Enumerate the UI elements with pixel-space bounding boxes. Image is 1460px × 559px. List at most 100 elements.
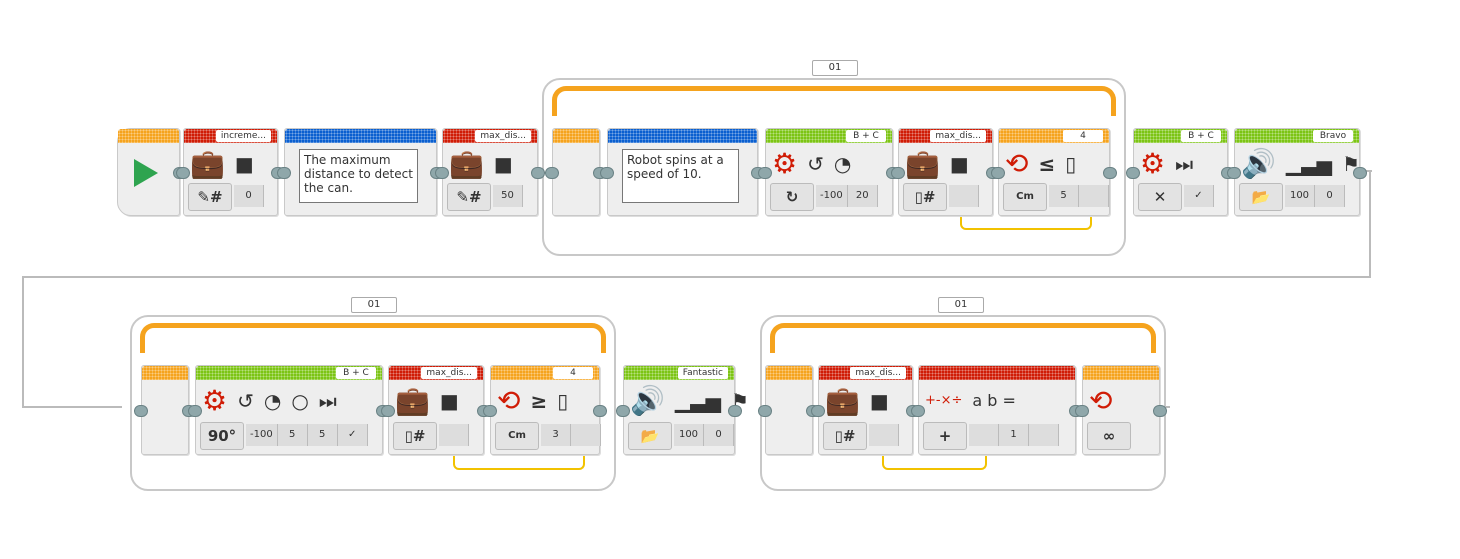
block-header-label[interactable]: B + C	[846, 130, 886, 142]
mode-selector-button[interactable]: ▯#	[393, 422, 437, 450]
block-header-label[interactable]: max_dis...	[850, 367, 906, 379]
loop-start-block[interactable]	[134, 365, 196, 455]
block-header-label[interactable]: B + C	[1181, 130, 1221, 142]
parameter-value[interactable]: 5	[1049, 185, 1079, 207]
comment-block[interactable]: The maximum distance to detect the can.	[277, 128, 444, 216]
sequence-plug-out[interactable]	[1153, 405, 1167, 417]
start-block[interactable]	[117, 128, 187, 216]
parameter-value[interactable]: 5	[277, 424, 308, 446]
mode-selector-button[interactable]: 📂	[628, 422, 672, 450]
sequence-plug-in[interactable]	[600, 167, 614, 179]
sequence-plug-in[interactable]	[811, 405, 825, 417]
sequence-plug-in[interactable]	[483, 405, 497, 417]
comment-text[interactable]: Robot spins at a speed of 10.	[622, 149, 739, 203]
sequence-plug-in[interactable]	[616, 405, 630, 417]
parameter-value[interactable]	[949, 185, 979, 207]
block-header-label[interactable]: Fantastic	[677, 367, 728, 379]
parameter-value[interactable]	[1079, 185, 1109, 207]
comment-block[interactable]: Robot spins at a speed of 10.	[600, 128, 765, 216]
parameter-value[interactable]: 3	[541, 424, 571, 446]
parameter-value[interactable]: ✓	[1184, 185, 1214, 207]
parameter-value[interactable]: -100	[816, 185, 848, 207]
loop-count-label[interactable]: 01	[938, 297, 984, 313]
mode-selector-button[interactable]: Cm	[1003, 183, 1047, 211]
block-header-label[interactable]: Bravo	[1313, 130, 1353, 142]
sequence-plug-in[interactable]	[435, 167, 449, 179]
loop-end-block[interactable]: ⟲∞	[1075, 365, 1167, 455]
loop-start-block[interactable]	[758, 365, 820, 455]
math-block[interactable]: +-×÷a b =+1	[911, 365, 1083, 455]
mode-selector-button[interactable]: ↻	[770, 183, 814, 211]
mode-selector-button[interactable]: ✕	[1138, 183, 1182, 211]
mode-selector-button[interactable]: 📂	[1239, 183, 1283, 211]
sequence-plug-in[interactable]	[381, 405, 395, 417]
sequence-plug-out[interactable]	[531, 167, 545, 179]
block-header-label[interactable]: 4	[1063, 130, 1103, 142]
sequence-plug-in[interactable]	[991, 167, 1005, 179]
parameter-value[interactable]: 0	[704, 424, 734, 446]
variable-read-block[interactable]: max_dis...💼■▯#	[381, 365, 491, 455]
sequence-plug-in[interactable]	[176, 167, 190, 179]
parameter-value[interactable]	[969, 424, 999, 446]
block-header-label[interactable]: max_dis...	[421, 367, 477, 379]
sequence-plug-out[interactable]	[1103, 167, 1117, 179]
sequence-plug-in[interactable]	[758, 405, 772, 417]
sequence-plug-in[interactable]	[1126, 167, 1140, 179]
sequence-plug-in[interactable]	[758, 167, 772, 179]
sequence-plug-in[interactable]	[891, 167, 905, 179]
mode-selector-button[interactable]: ▯#	[903, 183, 947, 211]
parameter-value[interactable]: 20	[847, 185, 878, 207]
parameter-value[interactable]: 0	[234, 185, 264, 207]
sequence-plug-in[interactable]	[277, 167, 291, 179]
parameter-value[interactable]	[869, 424, 899, 446]
sequence-plug-out[interactable]	[1353, 167, 1367, 179]
variable-write-block[interactable]: max_dis...💼■✎#50	[435, 128, 545, 216]
parameter-value[interactable]: 0	[1315, 185, 1345, 207]
comment-text[interactable]: The maximum distance to detect the can.	[299, 149, 418, 203]
sequence-plug-in[interactable]	[188, 405, 202, 417]
mode-selector-button[interactable]: 90°	[200, 422, 244, 450]
parameter-value[interactable]: 5	[307, 424, 338, 446]
block-header-label[interactable]: max_dis...	[475, 130, 531, 142]
sequence-plug-in[interactable]	[134, 405, 148, 417]
mode-selector-button[interactable]: ✎#	[447, 183, 491, 211]
sequence-plug-out[interactable]	[593, 405, 607, 417]
parameter-value[interactable]	[439, 424, 469, 446]
mode-selector-button[interactable]: ∞	[1087, 422, 1131, 450]
parameter-value[interactable]	[571, 424, 601, 446]
variable-write-block[interactable]: increme...💼■✎#0	[176, 128, 285, 216]
parameter-value[interactable]: 50	[493, 185, 523, 207]
parameter-value[interactable]: 1	[999, 424, 1029, 446]
variable-read-block[interactable]: max_dis...💼■▯#	[891, 128, 1000, 216]
play-icon[interactable]	[134, 159, 158, 187]
parameter-value[interactable]: 100	[1285, 185, 1315, 207]
block-header-label[interactable]: increme...	[215, 130, 271, 142]
sequence-plug-in[interactable]	[545, 167, 559, 179]
mode-selector-button[interactable]: +	[923, 422, 967, 450]
mode-selector-button[interactable]: ▯#	[823, 422, 867, 450]
move-steering-off-block[interactable]: B + C⚙⏭✕✓	[1126, 128, 1235, 216]
loop-count-label[interactable]: 01	[812, 60, 858, 76]
block-header-label[interactable]: B + C	[336, 367, 376, 379]
sequence-plug-in[interactable]	[1227, 167, 1241, 179]
parameter-value[interactable]	[1029, 424, 1059, 446]
parameter-value[interactable]: -100	[246, 424, 278, 446]
sequence-plug-out[interactable]	[728, 405, 742, 417]
loop-count-label[interactable]: 01	[351, 297, 397, 313]
sequence-plug-in[interactable]	[911, 405, 925, 417]
parameter-value[interactable]: ✓	[337, 424, 368, 446]
block-header-label[interactable]: max_dis...	[930, 130, 986, 142]
mode-selector-button[interactable]: Cm	[495, 422, 539, 450]
block-header-label[interactable]: 4	[553, 367, 593, 379]
loop-start-block[interactable]	[545, 128, 607, 216]
parameter-value[interactable]: 100	[674, 424, 704, 446]
mode-selector-button[interactable]: ✎#	[188, 183, 232, 211]
sequence-plug-in[interactable]	[1075, 405, 1089, 417]
variable-read-block[interactable]: max_dis...💼■▯#	[811, 365, 920, 455]
